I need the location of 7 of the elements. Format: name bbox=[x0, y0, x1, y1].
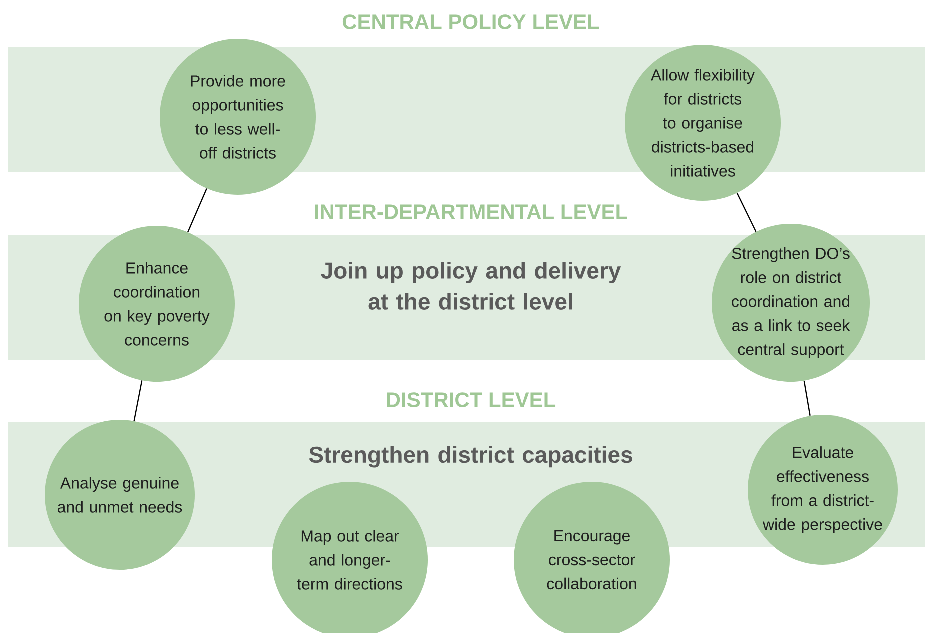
node-label: CENTRAL POLICY LEVEL bbox=[342, 14, 600, 30]
node-label: INTER-DEPARTMENTAL LEVEL bbox=[315, 204, 628, 220]
connector-line bbox=[188, 188, 208, 232]
connector-line bbox=[134, 380, 143, 422]
node-label: DISTRICT LEVEL bbox=[387, 392, 556, 408]
connector-line bbox=[736, 193, 757, 232]
connector-line bbox=[804, 380, 811, 416]
